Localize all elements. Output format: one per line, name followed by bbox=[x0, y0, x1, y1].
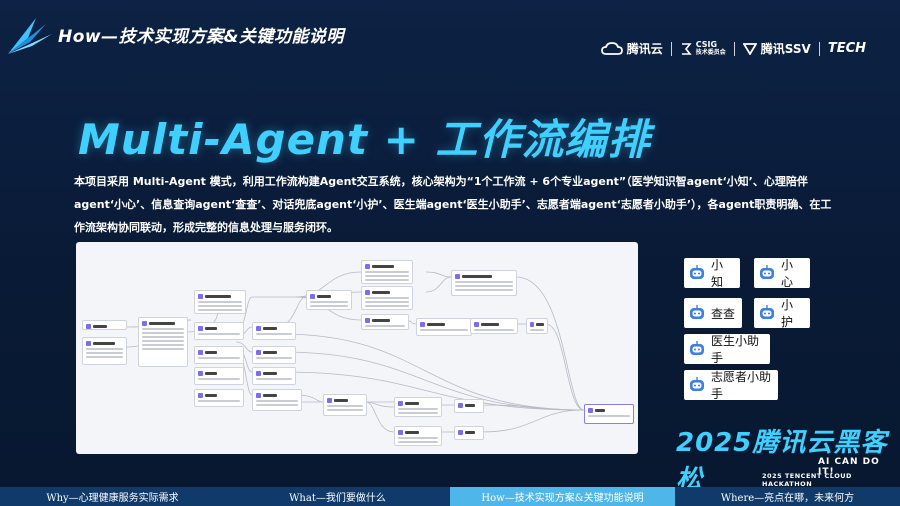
brand-label: CSIG bbox=[695, 39, 718, 49]
csig-text: CSIG 技术委员会 bbox=[695, 39, 726, 57]
robot-icon bbox=[760, 305, 774, 319]
agent-label: 小心 bbox=[781, 258, 794, 289]
brand-label: 腾讯云 bbox=[626, 42, 663, 56]
cloud-icon bbox=[600, 41, 623, 55]
page-title: Multi-Agent + 工作流编排 bbox=[78, 115, 651, 164]
agent-label: 小护 bbox=[781, 298, 794, 329]
workflow-node bbox=[306, 290, 352, 310]
workflow-screenshot bbox=[76, 242, 638, 454]
workflow-node bbox=[194, 367, 244, 385]
workflow-node bbox=[194, 389, 244, 407]
brand-ssv: 腾讯SSV bbox=[742, 40, 811, 57]
nav-tab-how[interactable]: How—技术实现方案&关键功能说明 bbox=[450, 487, 675, 506]
section-nav: Why—心理健康服务实际需求 What—我们要做什么 How—技术实现方案&关键… bbox=[0, 487, 900, 506]
workflow-node bbox=[361, 286, 413, 310]
robot-icon bbox=[690, 265, 704, 279]
workflow-node bbox=[361, 260, 413, 284]
robot-icon bbox=[690, 305, 704, 319]
workflow-node bbox=[252, 322, 296, 340]
brand-tencent-cloud: 腾讯云 bbox=[600, 40, 663, 57]
agent-chip: 医生小助手 bbox=[684, 334, 770, 365]
workflow-node bbox=[416, 318, 472, 336]
workflow-node bbox=[470, 318, 518, 334]
workflow-node bbox=[82, 320, 127, 330]
divider bbox=[670, 41, 672, 56]
logo-icon bbox=[8, 18, 52, 54]
robot-icon bbox=[690, 377, 704, 391]
brand-bar: 腾讯云 CSIG 技术委员会 腾讯SSV TECH bbox=[600, 39, 866, 57]
brand-sublabel: 技术委员会 bbox=[695, 48, 726, 56]
workflow-node bbox=[584, 404, 634, 424]
workflow-node bbox=[194, 322, 244, 340]
brand-label: TECH bbox=[827, 41, 866, 56]
agent-label: 小知 bbox=[711, 258, 724, 289]
divider bbox=[733, 41, 735, 56]
divider bbox=[818, 41, 820, 56]
agent-label: 医生小助手 bbox=[711, 334, 760, 365]
agent-chip: 志愿者小助手 bbox=[684, 370, 778, 401]
workflow-node bbox=[454, 399, 484, 413]
brand-tech: TECH bbox=[828, 41, 866, 56]
ssv-icon bbox=[742, 42, 757, 55]
workflow-node bbox=[252, 346, 296, 364]
workflow-node bbox=[394, 426, 442, 446]
nav-tab-why[interactable]: Why—心理健康服务实际需求 bbox=[46, 493, 179, 504]
workflow-node bbox=[252, 367, 296, 385]
description: 本项目采用 Multi-Agent 模式，利用工作流构建Agent交互系统，核心… bbox=[74, 175, 832, 234]
robot-icon bbox=[690, 341, 704, 355]
workflow-node bbox=[323, 394, 367, 416]
workflow-node bbox=[82, 337, 127, 365]
workflow-node bbox=[451, 270, 517, 296]
header-title: How—技术实现方案&关键功能说明 bbox=[58, 27, 344, 47]
robot-icon bbox=[760, 265, 774, 279]
hackathon-slogan: AI CAN DO IT! bbox=[818, 457, 880, 477]
workflow-node bbox=[394, 397, 442, 417]
agent-label: 志愿者小助手 bbox=[711, 370, 772, 401]
agent-chip: 查查 bbox=[684, 298, 742, 328]
agent-label: 查查 bbox=[711, 306, 736, 321]
workflow-node bbox=[194, 346, 244, 364]
workflow-node bbox=[454, 426, 484, 440]
workflow-node bbox=[361, 314, 409, 330]
brand-csig: CSIG 技术委员会 bbox=[680, 39, 726, 57]
agent-chip: 小护 bbox=[754, 298, 810, 329]
workflow-node bbox=[252, 389, 302, 411]
workflow-node bbox=[194, 290, 246, 314]
hackathon-subtitle: 2025 TENCENT CLOUD HACKATHON bbox=[762, 472, 852, 488]
workflow-node bbox=[526, 318, 548, 334]
csig-icon bbox=[681, 42, 692, 55]
agent-chip: 小知 bbox=[684, 258, 740, 289]
agent-chip: 小心 bbox=[754, 258, 810, 289]
brand-label: 腾讯SSV bbox=[760, 42, 811, 56]
workflow-node bbox=[138, 317, 188, 367]
nav-tab-what[interactable]: What—我们要做什么 bbox=[289, 493, 386, 504]
nav-tab-where[interactable]: Where—亮点在哪，未来何方 bbox=[720, 493, 855, 504]
